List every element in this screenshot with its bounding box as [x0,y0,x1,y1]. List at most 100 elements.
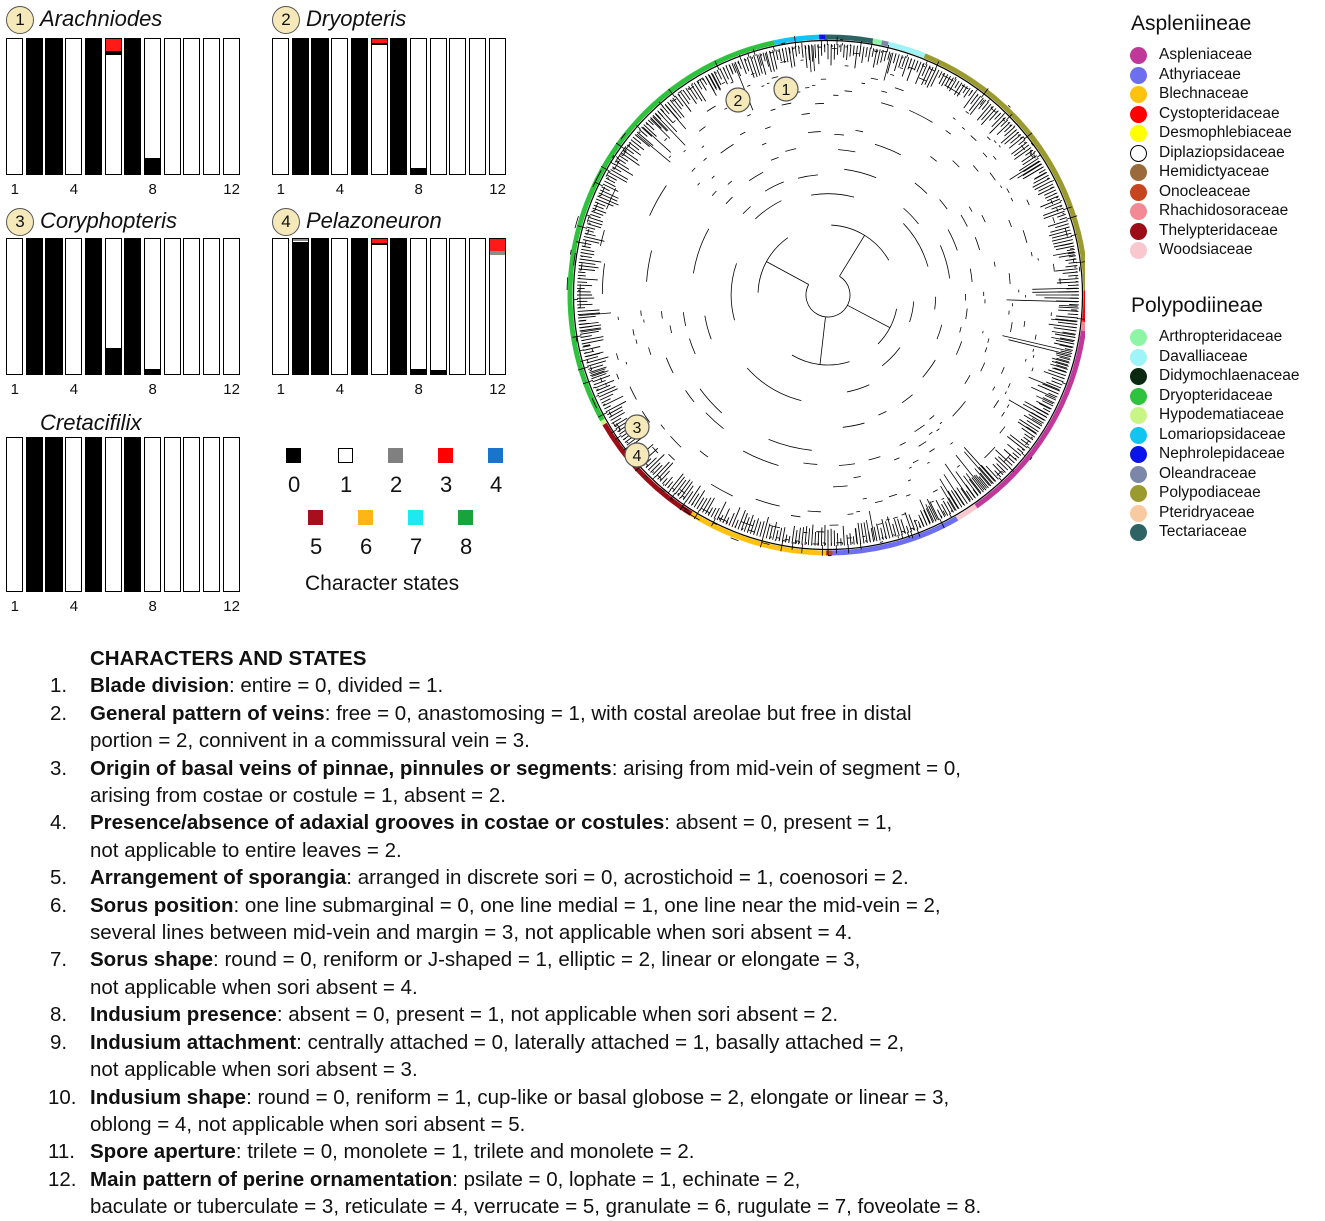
character-bar-12 [489,238,506,375]
state-segment [106,39,121,51]
state-segment [431,370,446,374]
family-dot [1130,524,1147,541]
character-name: Spore aperture [90,1140,236,1163]
character-number: 6. [50,892,84,919]
axis-tick-label: 8 [415,181,423,198]
character-states-text: baculate or tuberculate = 3, reticulate … [90,1195,981,1218]
character-bar-3 [311,38,328,175]
family-dot [1130,388,1147,405]
family-dot [1130,368,1147,385]
axis-tick-label: 12 [223,381,240,398]
character-bar-1 [272,238,289,375]
character-states-text: : trilete = 0, monolete = 1, trilete and… [236,1140,695,1163]
tree-badge-label: 2 [734,93,743,110]
family-ring-segment [1083,322,1084,331]
axis-tick-label: 12 [223,598,240,615]
character-states-text: : one line submarginal = 0, one line med… [234,894,941,917]
character-states-text: not applicable to entire leaves = 2. [90,839,402,862]
character-bar-6 [371,38,388,175]
character-row-2: 2.General pattern of veins: free = 0, an… [50,700,1310,755]
character-row-5: 5.Arrangement of sporangia: arranged in … [50,864,1310,891]
family-name: Hypodematiaceae [1159,406,1284,424]
family-name: Diplaziopsidaceae [1159,144,1285,162]
character-bar-2 [26,437,43,592]
character-bar-11 [469,238,486,375]
character-states-text: : absent = 0, present = 1, [664,811,892,834]
family-dot [1130,223,1147,240]
state-label-5: 5 [310,534,322,560]
family-name: Davalliaceae [1159,348,1248,366]
family-dot [1130,145,1147,162]
character-bar-2 [292,38,309,175]
character-number: 7. [50,946,84,973]
axis-tick-label: 1 [277,181,285,198]
character-number: 5. [50,864,84,891]
character-name: Sorus position [90,894,234,917]
character-bar-11 [203,38,220,175]
character-states-text: portion = 2, connivent in a commissural … [90,729,530,752]
character-bar-9 [430,38,447,175]
family-name: Thelypteridaceae [1159,222,1278,240]
axis-tick-label: 1 [277,381,285,398]
family-ring-segment [882,43,889,44]
character-bar-9 [164,38,181,175]
character-row-1: 1.Blade division: entire = 0, divided = … [50,672,1310,699]
family-dot [1130,407,1147,424]
family-name: Athyriaceae [1159,66,1241,84]
family-dot [1130,47,1147,64]
character-bar-9 [164,437,181,592]
family-dot [1130,203,1147,220]
character-name: Presence/absence of adaxial grooves in c… [90,811,664,834]
character-bar-6 [105,238,122,375]
character-bar-2 [26,238,43,375]
character-bar-6 [371,238,388,375]
state-swatch-4 [488,448,503,463]
state-segment [293,241,308,242]
family-ring-segment [774,37,819,42]
state-segment [411,369,426,374]
state-segment [372,243,387,245]
family-name: Pteridryaceae [1159,504,1255,522]
state-label-0: 0 [288,472,300,498]
family-dot [1130,349,1147,366]
family-dot [1130,184,1147,201]
family-dot [1130,329,1147,346]
character-row-8: 8.Indusium presence: absent = 0, present… [50,1001,1310,1028]
character-bar-10 [183,437,200,592]
character-name: General pattern of veins [90,702,325,725]
state-label-3: 3 [440,472,452,498]
character-bar-7 [124,437,141,592]
character-bar-1 [6,238,23,375]
axis-tick-label: 12 [489,181,506,198]
character-bar-7 [390,38,407,175]
character-bar-10 [449,238,466,375]
character-states-text: several lines between mid-vein and margi… [90,921,852,944]
character-bar-12 [223,437,240,592]
character-bar-3 [311,238,328,375]
character-number: 10. [48,1084,82,1111]
character-bar-8 [144,38,161,175]
character-bar-1 [6,38,23,175]
character-states-text: oblong = 4, not applicable when sori abs… [90,1113,525,1136]
character-bar-4 [65,437,82,592]
character-states-text: : arising from mid-vein of segment = 0, [612,757,961,780]
character-states-text: : free = 0, anastomosing = 1, with costa… [325,702,912,725]
character-bar-12 [489,38,506,175]
axis-tick-label: 8 [415,381,423,398]
state-segment [106,348,121,374]
tree-tips [577,44,1079,546]
character-states-text: arising from costae or costule = 1, abse… [90,784,506,807]
state-segment [490,251,505,254]
state-segment [106,51,121,54]
state-label-2: 2 [390,472,402,498]
family-name: Blechnaceae [1159,85,1249,103]
character-bar-12 [223,238,240,375]
character-bar-5 [351,238,368,375]
state-label-8: 8 [460,534,472,560]
axis-tick-label: 8 [149,381,157,398]
character-row-11: 11.Spore aperture: trilete = 0, monolete… [50,1138,1310,1165]
